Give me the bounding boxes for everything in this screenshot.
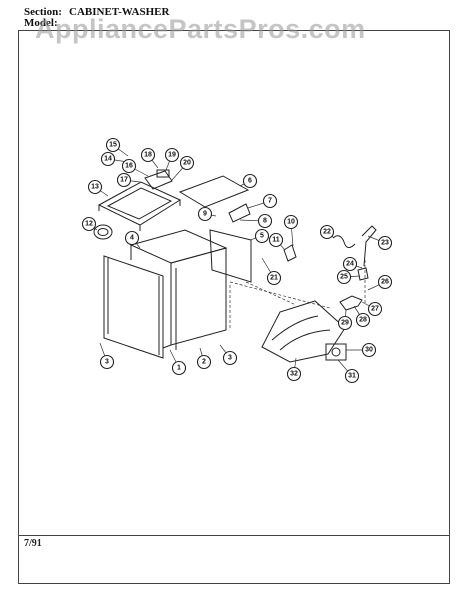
svg-text:32: 32 <box>290 371 298 378</box>
svg-text:31: 31 <box>348 373 356 380</box>
callout-18: 18 <box>140 147 156 163</box>
wire-harness-part <box>93 224 113 240</box>
callout-30: 30 <box>361 342 377 358</box>
svg-text:21: 21 <box>270 275 278 282</box>
fill-hose-part <box>332 225 377 281</box>
callout-20: 20 <box>179 155 195 171</box>
callout-26: 26 <box>377 274 393 290</box>
top-frame-part <box>97 181 182 231</box>
callout-6: 6 <box>242 173 258 189</box>
svg-text:22: 22 <box>323 229 331 236</box>
bracket-part <box>228 203 251 223</box>
callout-21: 21 <box>266 270 282 286</box>
svg-text:8: 8 <box>263 218 267 225</box>
callout-3b: 3 <box>222 350 238 366</box>
callout-32: 32 <box>286 366 302 382</box>
svg-text:24: 24 <box>346 261 354 268</box>
cabinet-part <box>103 229 228 359</box>
svg-text:19: 19 <box>168 152 176 159</box>
callout-31: 31 <box>344 368 360 384</box>
callout-7: 7 <box>262 193 278 209</box>
svg-text:29: 29 <box>341 320 349 327</box>
callout-5: 5 <box>254 228 270 244</box>
svg-text:3: 3 <box>105 359 109 366</box>
section-title: CABINET-WASHER <box>69 6 170 18</box>
drain-connector-part <box>339 295 363 311</box>
callout-10: 10 <box>283 214 299 230</box>
assembly-line <box>245 281 297 306</box>
section-label: Section: <box>24 6 62 18</box>
assembly-line <box>229 281 331 309</box>
svg-text:23: 23 <box>381 240 389 247</box>
svg-text:14: 14 <box>104 156 112 163</box>
svg-text:28: 28 <box>359 317 367 324</box>
callout-12: 12 <box>81 216 97 232</box>
svg-text:15: 15 <box>109 142 117 149</box>
callout-27: 27 <box>367 301 383 317</box>
svg-text:1: 1 <box>177 365 181 372</box>
callout-1: 1 <box>171 360 187 376</box>
page-border <box>18 30 450 584</box>
leader-lines <box>88 144 386 377</box>
svg-text:2: 2 <box>202 359 206 366</box>
callout-4: 4 <box>124 230 140 246</box>
callout-8: 8 <box>257 213 273 229</box>
callout-11: 11 <box>268 232 284 248</box>
svg-text:16: 16 <box>125 163 133 170</box>
svg-text:17: 17 <box>120 177 128 184</box>
callout-29: 29 <box>337 315 353 331</box>
lid-switch-part <box>144 169 173 190</box>
model-label: Model: <box>24 17 58 29</box>
svg-text:13: 13 <box>91 184 99 191</box>
svg-text:6: 6 <box>248 178 252 185</box>
callout-14: 14 <box>100 151 116 167</box>
callout-28: 28 <box>355 312 371 328</box>
svg-text:4: 4 <box>130 235 134 242</box>
callout-22: 22 <box>319 224 335 240</box>
svg-text:5: 5 <box>260 233 264 240</box>
svg-text:11: 11 <box>272 237 280 244</box>
svg-text:3: 3 <box>228 355 232 362</box>
svg-text:12: 12 <box>85 221 93 228</box>
watermark: AppliancePartsPros.com <box>35 14 366 44</box>
callout-15: 15 <box>105 137 121 153</box>
callout-9: 9 <box>197 206 213 222</box>
top-cover-part <box>178 175 250 208</box>
callout-19: 19 <box>164 147 180 163</box>
svg-text:7: 7 <box>268 198 272 205</box>
callout-13: 13 <box>87 179 103 195</box>
callout-16: 16 <box>121 158 137 174</box>
revision-date: 7/91 <box>24 538 42 549</box>
svg-text:10: 10 <box>287 219 295 226</box>
clip-part <box>283 244 297 262</box>
svg-text:25: 25 <box>340 274 348 281</box>
footer-divider <box>18 535 450 536</box>
svg-text:9: 9 <box>203 211 207 218</box>
svg-text:30: 30 <box>365 347 373 354</box>
svg-text:27: 27 <box>371 306 379 313</box>
rear-panel-part <box>209 229 252 283</box>
callout-3a: 3 <box>99 354 115 370</box>
svg-text:26: 26 <box>381 279 389 286</box>
callout-17: 17 <box>116 172 132 188</box>
callout-23: 23 <box>377 235 393 251</box>
callout-25: 25 <box>336 269 352 285</box>
pump-part <box>325 343 347 361</box>
callout-24: 24 <box>342 256 358 272</box>
svg-text:20: 20 <box>183 160 191 167</box>
svg-text:18: 18 <box>144 152 152 159</box>
callout-2: 2 <box>196 354 212 370</box>
